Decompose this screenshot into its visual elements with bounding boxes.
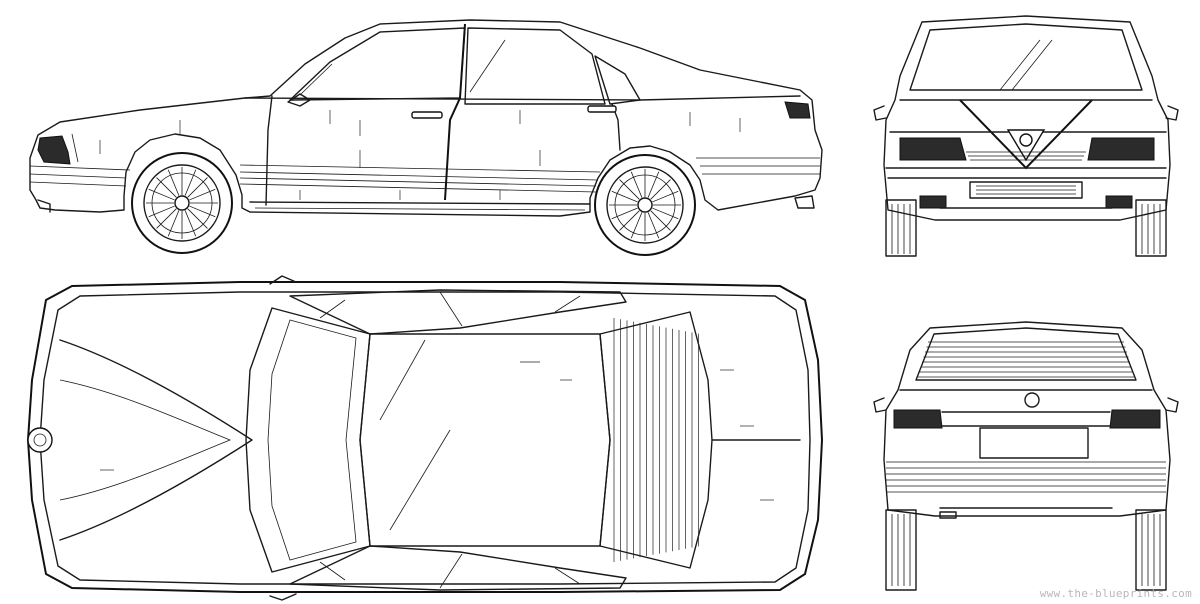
front-view — [874, 16, 1178, 256]
detail-line — [168, 170, 179, 196]
detail-line — [189, 189, 215, 200]
detail-line — [188, 209, 208, 229]
detail-line — [149, 189, 175, 200]
detail-line — [185, 170, 196, 196]
detail-line — [168, 210, 179, 236]
detail-line — [648, 172, 659, 198]
watermark: www.the-blueprints.com — [1039, 587, 1192, 600]
detail-line — [612, 208, 638, 219]
detail-line — [652, 191, 678, 202]
side-view — [30, 20, 822, 255]
detail-line — [620, 211, 640, 231]
detail-line — [612, 191, 638, 202]
top-view — [28, 276, 822, 600]
detail-line — [157, 209, 177, 229]
detail-line — [189, 206, 215, 217]
detail-line — [651, 180, 671, 200]
detail-line — [631, 212, 642, 238]
detail-line — [185, 210, 196, 236]
detail-line — [620, 180, 640, 200]
detail-line — [648, 212, 659, 238]
detail-line — [157, 178, 177, 198]
detail-line — [651, 211, 671, 231]
detail-line — [188, 178, 208, 198]
front-wheel — [132, 153, 232, 253]
detail-line — [631, 172, 642, 198]
rear-view — [874, 322, 1178, 590]
detail-line — [149, 206, 175, 217]
detail-line — [652, 208, 678, 219]
